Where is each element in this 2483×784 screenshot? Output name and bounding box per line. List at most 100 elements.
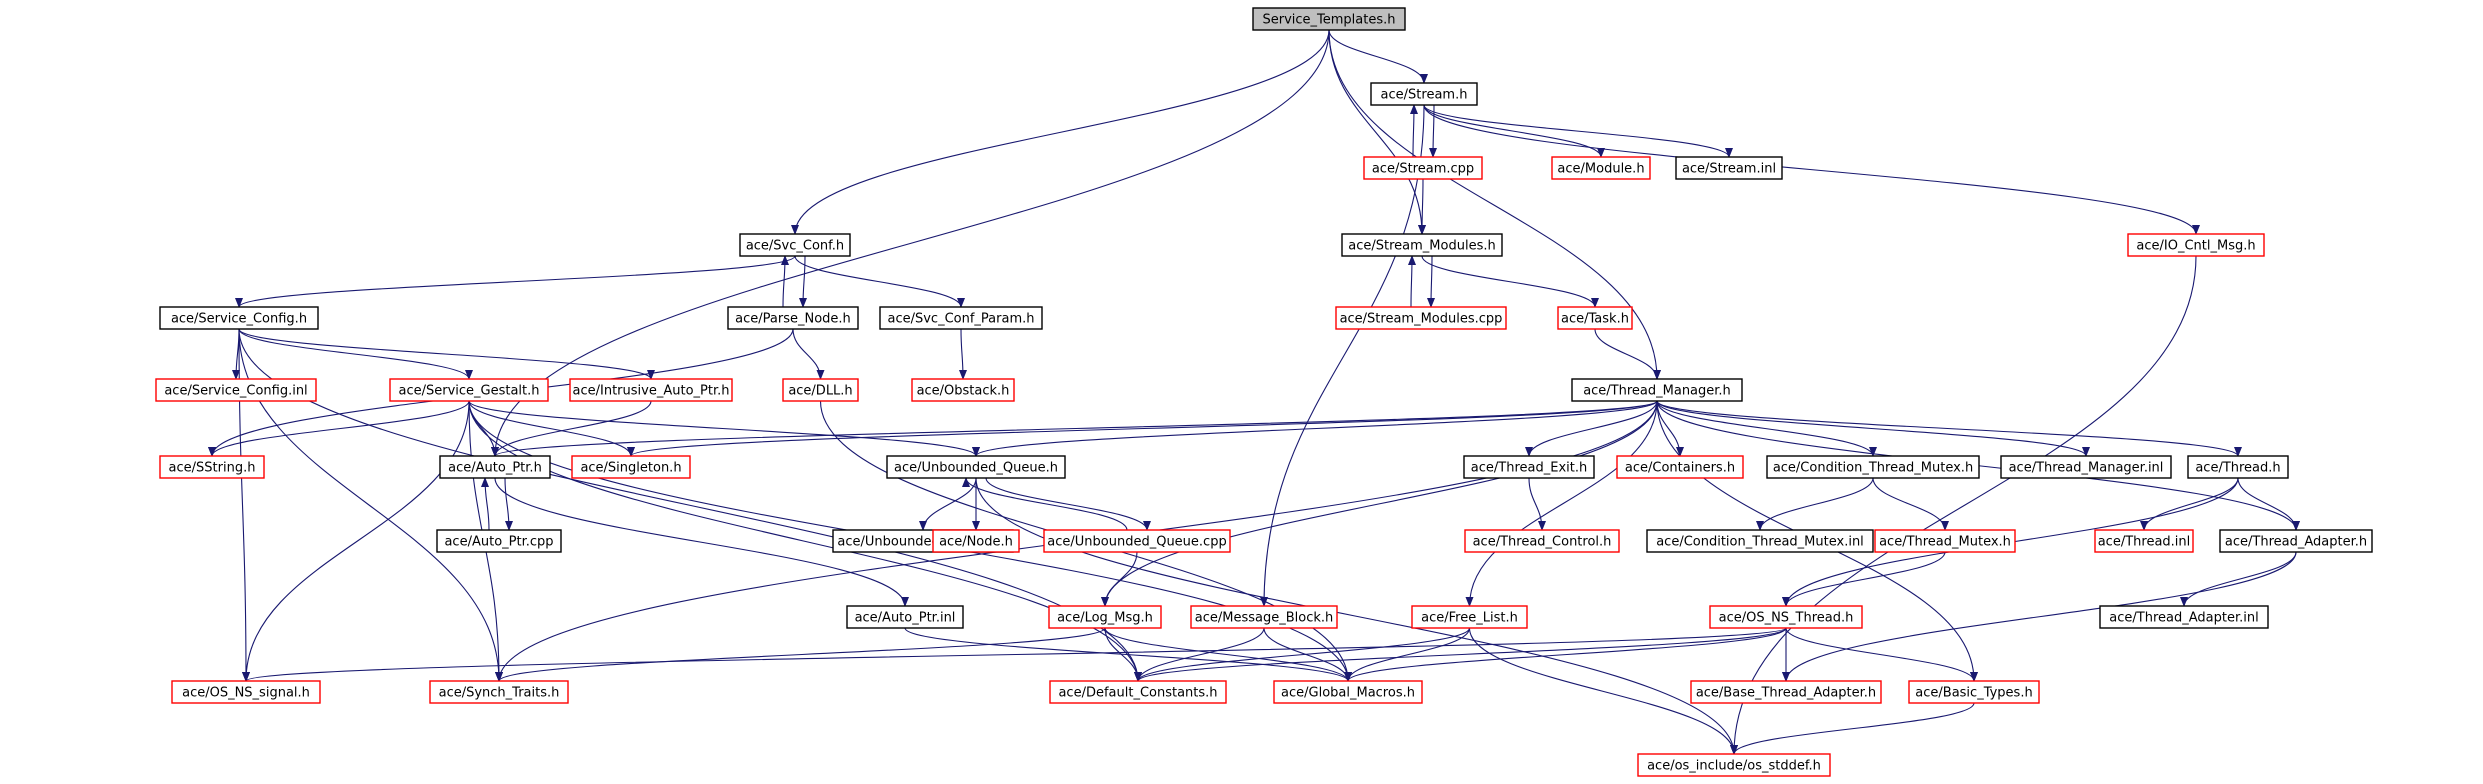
node-stream-cpp[interactable]: ace/Stream.cpp — [1363, 156, 1483, 180]
edge-thread_manager_h-to-thread_exit_h — [1525, 400, 1658, 457]
edge-stream_modules_h-to-task_h — [1421, 255, 1599, 308]
node-service-templates-h[interactable]: Service_Templates.h — [1252, 7, 1406, 31]
edge-parse_node_h-to-svc_conf_h — [780, 255, 789, 308]
node-box — [159, 455, 265, 479]
node-box — [155, 378, 317, 402]
node-message-block-h[interactable]: ace/Message_Block.h — [1190, 605, 1338, 629]
node-stream-inl[interactable]: ace/Stream.inl — [1675, 156, 1783, 180]
node-label: ace/Thread_Adapter.h — [2225, 535, 2367, 550]
edge-free_list_h-to-default_constants_h — [1134, 627, 1471, 682]
node-box — [439, 455, 551, 479]
node-box — [1557, 306, 1633, 330]
node-auto-ptr-h[interactable]: ace/Auto_Ptr.h — [439, 455, 551, 479]
node-label: ace/Stream.inl — [1682, 162, 1776, 177]
node-box — [2219, 529, 2373, 553]
edge-unbounded_queue_h-to-os_stddef_h — [975, 477, 1738, 755]
node-box — [1908, 680, 2040, 704]
node-label: ace/Thread_Manager.inl — [2009, 461, 2164, 476]
node-default-constants-h[interactable]: ace/Default_Constants.h — [1049, 680, 1227, 704]
node-auto-ptr-inl[interactable]: ace/Auto_Ptr.inl — [846, 605, 964, 629]
node-service-config-h[interactable]: ace/Service_Config.h — [159, 306, 319, 330]
node-base-thread-adapter-h[interactable]: ace/Base_Thread_Adapter.h — [1690, 680, 1882, 704]
node-basic-types-h[interactable]: ace/Basic_Types.h — [1908, 680, 2040, 704]
edge-os_ns_thread_h-to-default_constants_h — [1134, 627, 1787, 682]
node-thread-inl[interactable]: ace/Thread.inl — [2094, 529, 2194, 553]
node-thread-manager-h[interactable]: ace/Thread_Manager.h — [1571, 378, 1743, 402]
node-label: ace/os_include/os_stddef.h — [1647, 759, 1821, 774]
node-box — [727, 306, 859, 330]
node-box — [1675, 156, 1783, 180]
node-condition-thread-mutex-inl[interactable]: ace/Condition_Thread_Mutex.inl — [1646, 529, 1874, 553]
edge-auto_ptr_cpp-to-auto_ptr_h — [481, 477, 490, 531]
edge-unbounded_queue_cpp-to-unbounded_queue_h — [962, 477, 1128, 531]
edge-stream_h-to-io_cntl_msg_h — [1423, 104, 2200, 235]
node-module-h[interactable]: ace/Module.h — [1551, 156, 1651, 180]
node-label: ace/Auto_Ptr.cpp — [444, 535, 553, 550]
node-label: ace/Thread_Control.h — [1473, 535, 1612, 550]
node-os-ns-thread-h[interactable]: ace/OS_NS_Thread.h — [1709, 605, 1863, 629]
node-label: ace/Parse_Node.h — [735, 312, 851, 327]
node-stream-modules-cpp[interactable]: ace/Stream_Modules.cpp — [1335, 306, 1507, 330]
edge-service_templates_h-to-stream_h — [1328, 29, 1428, 84]
node-parse-node-h[interactable]: ace/Parse_Node.h — [727, 306, 859, 330]
node-thread-exit-h[interactable]: ace/Thread_Exit.h — [1463, 455, 1595, 479]
edge-service_templates_h-to-svc_conf_h — [791, 29, 1330, 235]
node-thread-control-h[interactable]: ace/Thread_Control.h — [1464, 529, 1620, 553]
node-box — [1190, 605, 1338, 629]
node-synch-traits-h[interactable]: ace/Synch_Traits.h — [429, 680, 569, 704]
node-box — [1690, 680, 1882, 704]
node-box — [2094, 529, 2194, 553]
node-thread-adapter-h[interactable]: ace/Thread_Adapter.h — [2219, 529, 2373, 553]
edge-message_block_h-to-default_constants_h — [1134, 627, 1265, 682]
node-svc-conf-param-h[interactable]: ace/Svc_Conf_Param.h — [879, 306, 1043, 330]
node-label: ace/Thread_Adapter.inl — [2109, 611, 2258, 626]
edge-service_gestalt_h-to-sstring_h — [208, 400, 470, 457]
node-box — [2099, 605, 2269, 629]
node-thread-adapter-inl[interactable]: ace/Thread_Adapter.inl — [2099, 605, 2269, 629]
node-singleton-h[interactable]: ace/Singleton.h — [571, 455, 691, 479]
node-global-macros-h[interactable]: ace/Global_Macros.h — [1273, 680, 1423, 704]
node-thread-mutex-h[interactable]: ace/Thread_Mutex.h — [1874, 529, 2016, 553]
node-node-h[interactable]: ace/Node.h — [932, 529, 1020, 553]
edge-thread_manager_h-to-auto_ptr_h — [491, 400, 1658, 457]
node-service-gestalt-h[interactable]: ace/Service_Gestalt.h — [389, 378, 549, 402]
node-condition-thread-mutex-h[interactable]: ace/Condition_Thread_Mutex.h — [1766, 455, 1980, 479]
node-stream-h[interactable]: ace/Stream.h — [1370, 82, 1478, 106]
edge-service_gestalt_h-to-unbounded_queue_h — [468, 400, 980, 457]
edge-free_list_h-to-os_stddef_h — [1468, 627, 1738, 755]
node-dll-h[interactable]: ace/DLL.h — [782, 378, 859, 402]
edge-intrusive_auto_ptr_h-to-auto_ptr_h — [491, 400, 652, 457]
node-box — [1464, 529, 1620, 553]
edge-service_config_h-to-service_gestalt_h — [238, 328, 473, 380]
edge-stream_h-to-message_block_h — [1260, 104, 1425, 607]
node-io-cntl-msg-h[interactable]: ace/IO_Cntl_Msg.h — [2127, 233, 2265, 257]
node-box — [1048, 605, 1162, 629]
node-os-stddef-h[interactable]: ace/os_include/os_stddef.h — [1637, 753, 1831, 777]
node-thread-manager-inl[interactable]: ace/Thread_Manager.inl — [2000, 455, 2172, 479]
node-unbounded-queue-cpp[interactable]: ace/Unbounded_Queue.cpp — [1043, 529, 1231, 553]
edge-service_gestalt_h-to-default_constants_h — [468, 400, 1142, 682]
node-thread-h[interactable]: ace/Thread.h — [2187, 455, 2289, 479]
node-label: ace/Service_Config.h — [171, 312, 307, 327]
node-label: ace/Unbounded_Queue.cpp — [1047, 535, 1226, 550]
node-sstring-h[interactable]: ace/SString.h — [159, 455, 265, 479]
node-stream-modules-h[interactable]: ace/Stream_Modules.h — [1341, 233, 1503, 257]
node-task-h[interactable]: ace/Task.h — [1557, 306, 1633, 330]
node-label: ace/IO_Cntl_Msg.h — [2136, 239, 2255, 254]
node-containers-h[interactable]: ace/Containers.h — [1616, 455, 1744, 479]
node-service-config-inl[interactable]: ace/Service_Config.inl — [155, 378, 317, 402]
node-label: ace/SString.h — [169, 461, 256, 476]
node-intrusive-auto-ptr-h[interactable]: ace/Intrusive_Auto_Ptr.h — [569, 378, 733, 402]
node-os-ns-signal-h[interactable]: ace/OS_NS_signal.h — [171, 680, 321, 704]
node-box — [1252, 7, 1406, 31]
node-svc-conf-h[interactable]: ace/Svc_Conf.h — [739, 233, 851, 257]
edge-auto_ptr_inl-to-global_macros_h — [904, 627, 1352, 682]
node-label: ace/Auto_Ptr.h — [448, 461, 542, 476]
node-box — [1335, 306, 1507, 330]
node-log-msg-h[interactable]: ace/Log_Msg.h — [1048, 605, 1162, 629]
node-label: ace/Base_Thread_Adapter.h — [1696, 686, 1876, 701]
node-free-list-h[interactable]: ace/Free_List.h — [1411, 605, 1528, 629]
node-unbounded-queue-h[interactable]: ace/Unbounded_Queue.h — [886, 455, 1066, 479]
node-auto-ptr-cpp[interactable]: ace/Auto_Ptr.cpp — [436, 529, 562, 553]
node-obstack-h[interactable]: ace/Obstack.h — [911, 378, 1015, 402]
